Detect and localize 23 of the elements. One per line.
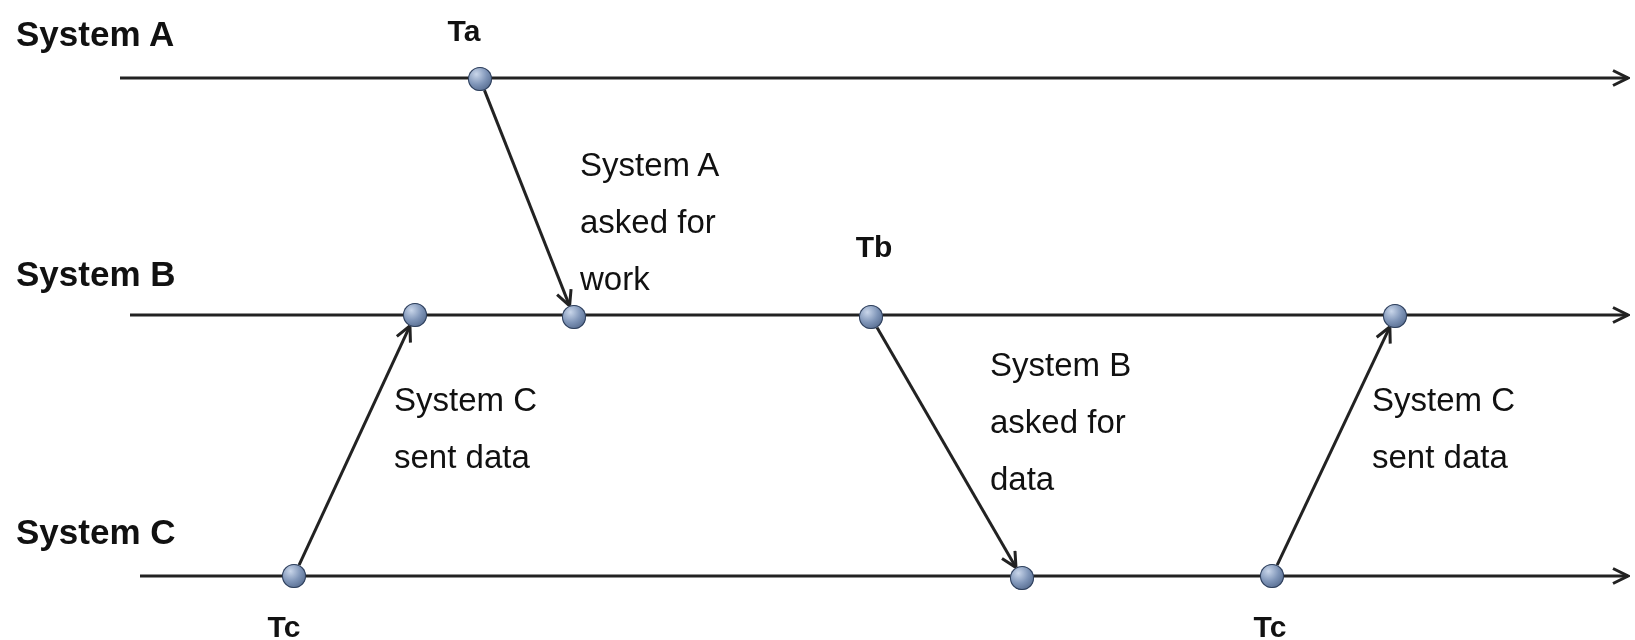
edge-label: System B asked for data <box>990 345 1133 499</box>
arrow <box>483 89 573 308</box>
time-label: Ta <box>447 14 481 48</box>
arrow <box>875 326 1018 570</box>
event-dot <box>1010 566 1034 590</box>
event-dot <box>1383 304 1407 328</box>
arrow <box>1275 325 1392 566</box>
event-dot <box>403 303 427 327</box>
system-label: System B <box>16 254 176 294</box>
time-label: Tc <box>267 610 301 640</box>
edge-label: System C sent data <box>394 380 539 477</box>
event-dot <box>282 564 306 588</box>
event-dot <box>1260 564 1284 588</box>
system-label: System C <box>16 512 176 552</box>
edge-label: System A asked for work <box>580 145 720 299</box>
time-label: Tc <box>1253 610 1287 640</box>
event-dot <box>562 305 586 329</box>
edge-label: System C sent data <box>1372 380 1517 477</box>
time-label: Tb <box>855 230 893 264</box>
event-dot <box>859 305 883 329</box>
arrow <box>297 324 412 566</box>
system-label: System A <box>16 14 175 54</box>
event-dot <box>468 67 492 91</box>
